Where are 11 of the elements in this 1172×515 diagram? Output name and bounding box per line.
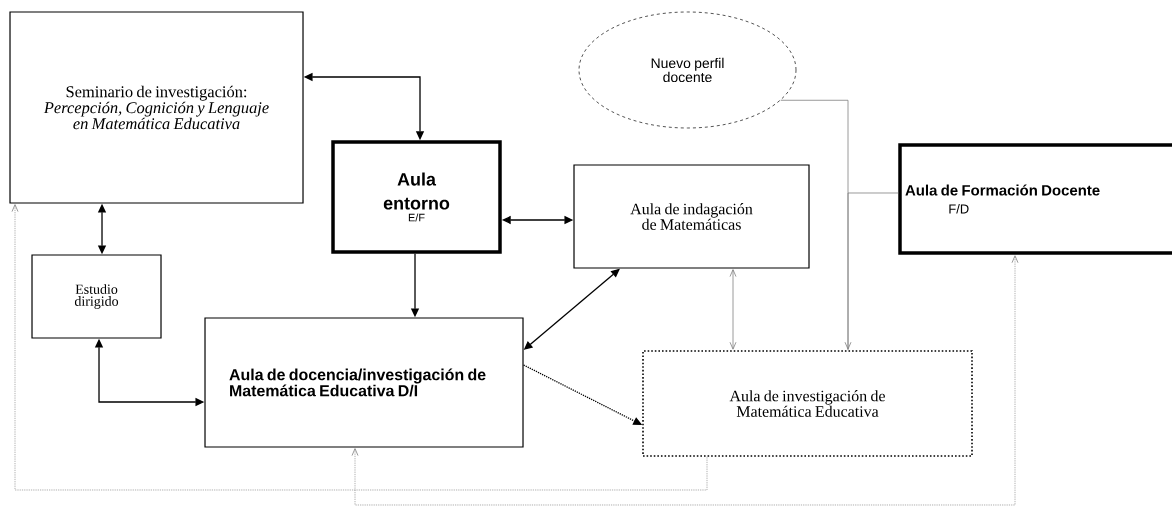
process-box: Seminario de investigación: Percepción, Cognición y Lenguaje en Matemática Educativa	[9, 11, 304, 204]
arrow	[11, 204, 708, 491]
process-box: Aula de docencia/investigación de Matemática Educativa D/I	[204, 317, 524, 448]
process-box: Aula entorno E/F	[331, 140, 502, 254]
arrow	[844, 192, 899, 350]
arrow	[351, 255, 1019, 506]
process-box: Aula de investigación de Matemática Educativa	[642, 350, 973, 457]
process-box: Estudio dirigido	[31, 254, 162, 339]
process-box: Aula de indagación de Matemáticas	[573, 164, 810, 269]
arrow	[729, 269, 737, 350]
process-box: Aula de Formación Docente F/D	[898, 143, 1172, 255]
